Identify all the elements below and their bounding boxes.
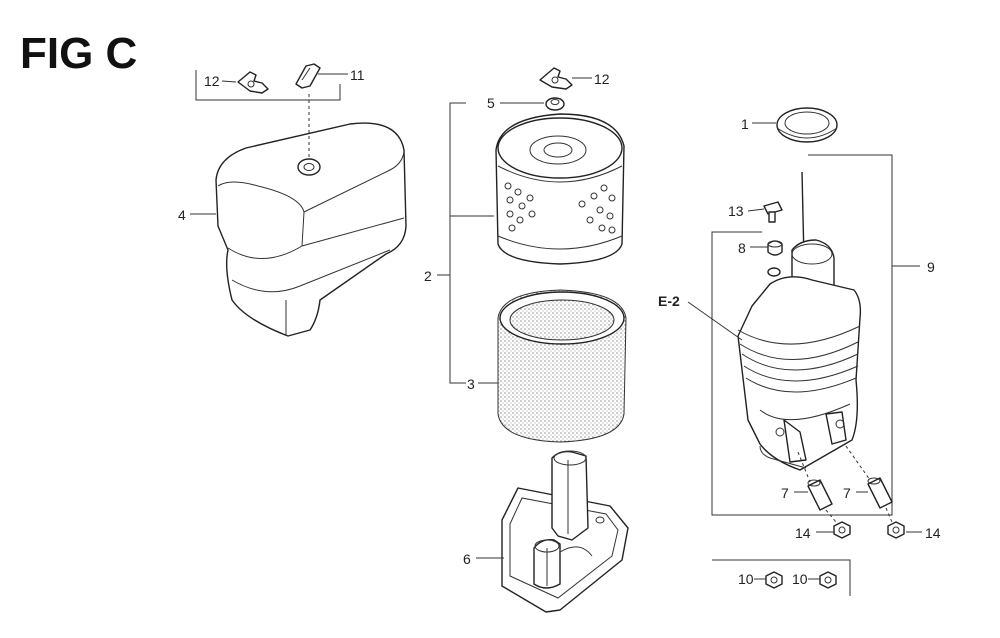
bracket-10 [712,559,851,596]
air-cleaner-case-6 [501,450,629,613]
bracket-12-11 [195,70,341,101]
callout-14-left: 14 [795,525,811,541]
callout-7-right: 7 [843,485,851,501]
callout-12-right: 12 [594,71,610,87]
callout-10-right: 10 [792,571,808,587]
air-cleaner-elbow-body [737,171,862,471]
callout-6: 6 [463,551,471,567]
clip-11 [295,63,321,89]
callout-e2: E-2 [658,293,680,309]
callout-13: 13 [728,203,744,219]
callout-5: 5 [487,95,495,111]
nut-10-left [765,571,783,589]
callout-12-left: 12 [204,73,220,89]
figure-title: FIG C [20,29,137,78]
nut-14-left [825,509,851,539]
bracket-9 [711,154,920,516]
callout-8: 8 [738,240,746,256]
gasket-1 [776,107,838,143]
wing-nut-12b [539,67,573,90]
stud-7-right [845,445,893,509]
callout-9: 9 [927,259,935,275]
callout-4: 4 [178,207,186,223]
nut-10-right [819,571,837,589]
callout-10-left: 10 [738,571,754,587]
foam-filter-3 [497,289,627,443]
callout-2: 2 [424,268,432,284]
stud-7-left [797,451,833,511]
bolt-13 [763,201,783,223]
callout-14-right: 14 [925,525,941,541]
callout-11: 11 [350,67,365,83]
wing-nut-12a [237,71,269,94]
nut-5 [545,97,565,111]
callout-7-left: 7 [781,485,789,501]
nut-14-right [885,507,905,539]
callout-1: 1 [741,116,749,132]
collar-8 [767,240,783,256]
air-cleaner-cover-4 [215,94,407,337]
filter-element-inner [495,113,625,265]
bracket-2 [437,102,494,384]
callout-3: 3 [467,376,475,392]
